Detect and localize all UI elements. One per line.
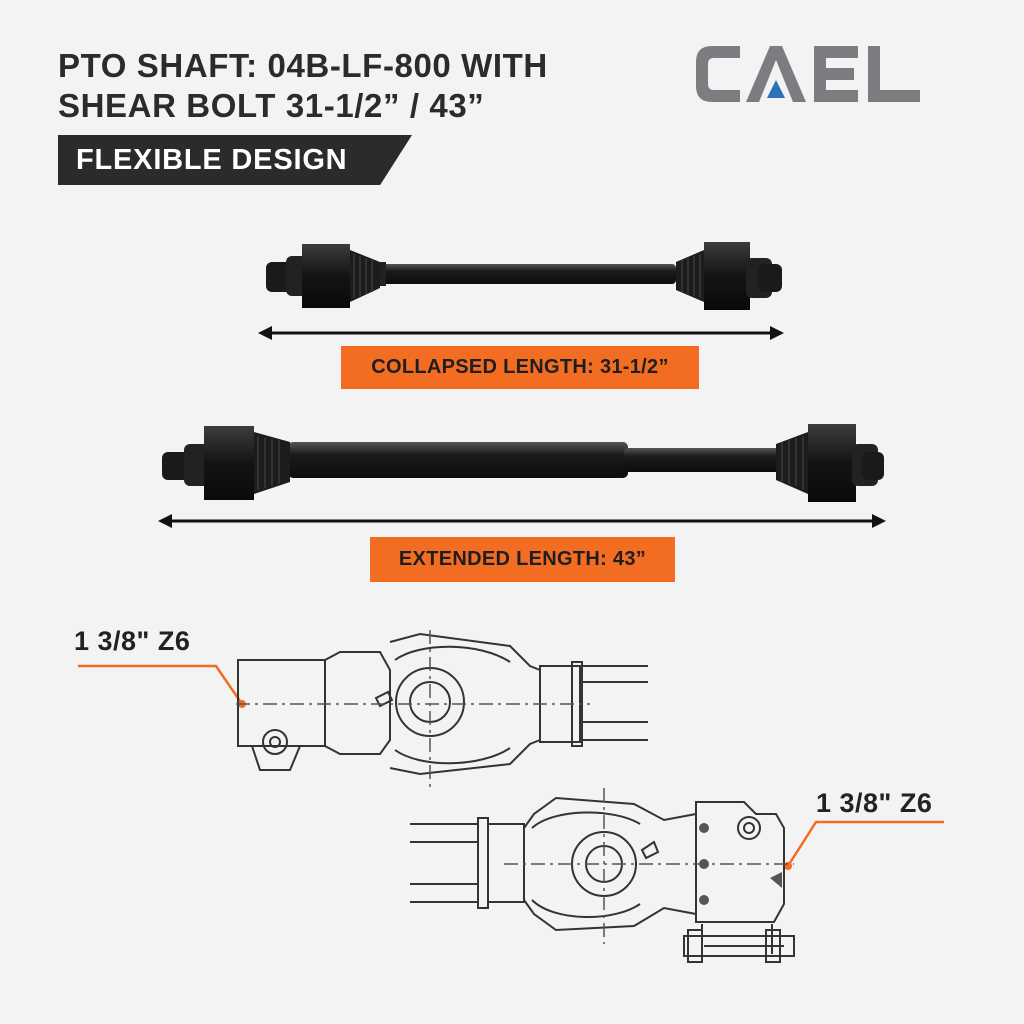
feature-badge: FLEXIBLE DESIGN [58, 135, 412, 185]
cael-logo [696, 46, 920, 102]
left-yoke-drawing [78, 630, 648, 787]
collapsed-length-arrow [258, 326, 784, 340]
extended-shaft-image [162, 424, 884, 502]
title-line-1: PTO SHAFT: 04B-LF-800 WITH [58, 47, 548, 84]
collapsed-shaft-image [266, 242, 782, 310]
page-title: PTO SHAFT: 04B-LF-800 WITH SHEAR BOLT 31… [58, 46, 548, 126]
extended-length-arrow [158, 514, 886, 528]
feature-badge-label: FLEXIBLE DESIGN [76, 144, 348, 176]
right-yoke-drawing [410, 788, 944, 963]
right-spline-label: 1 3/8" Z6 [816, 788, 933, 818]
title-line-2: SHEAR BOLT 31-1/2” / 43” [58, 87, 485, 124]
left-spline-label: 1 3/8" Z6 [74, 626, 191, 656]
extended-length-label: EXTENDED LENGTH: 43” [370, 537, 675, 582]
collapsed-length-label: COLLAPSED LENGTH: 31-1/2” [341, 346, 699, 389]
